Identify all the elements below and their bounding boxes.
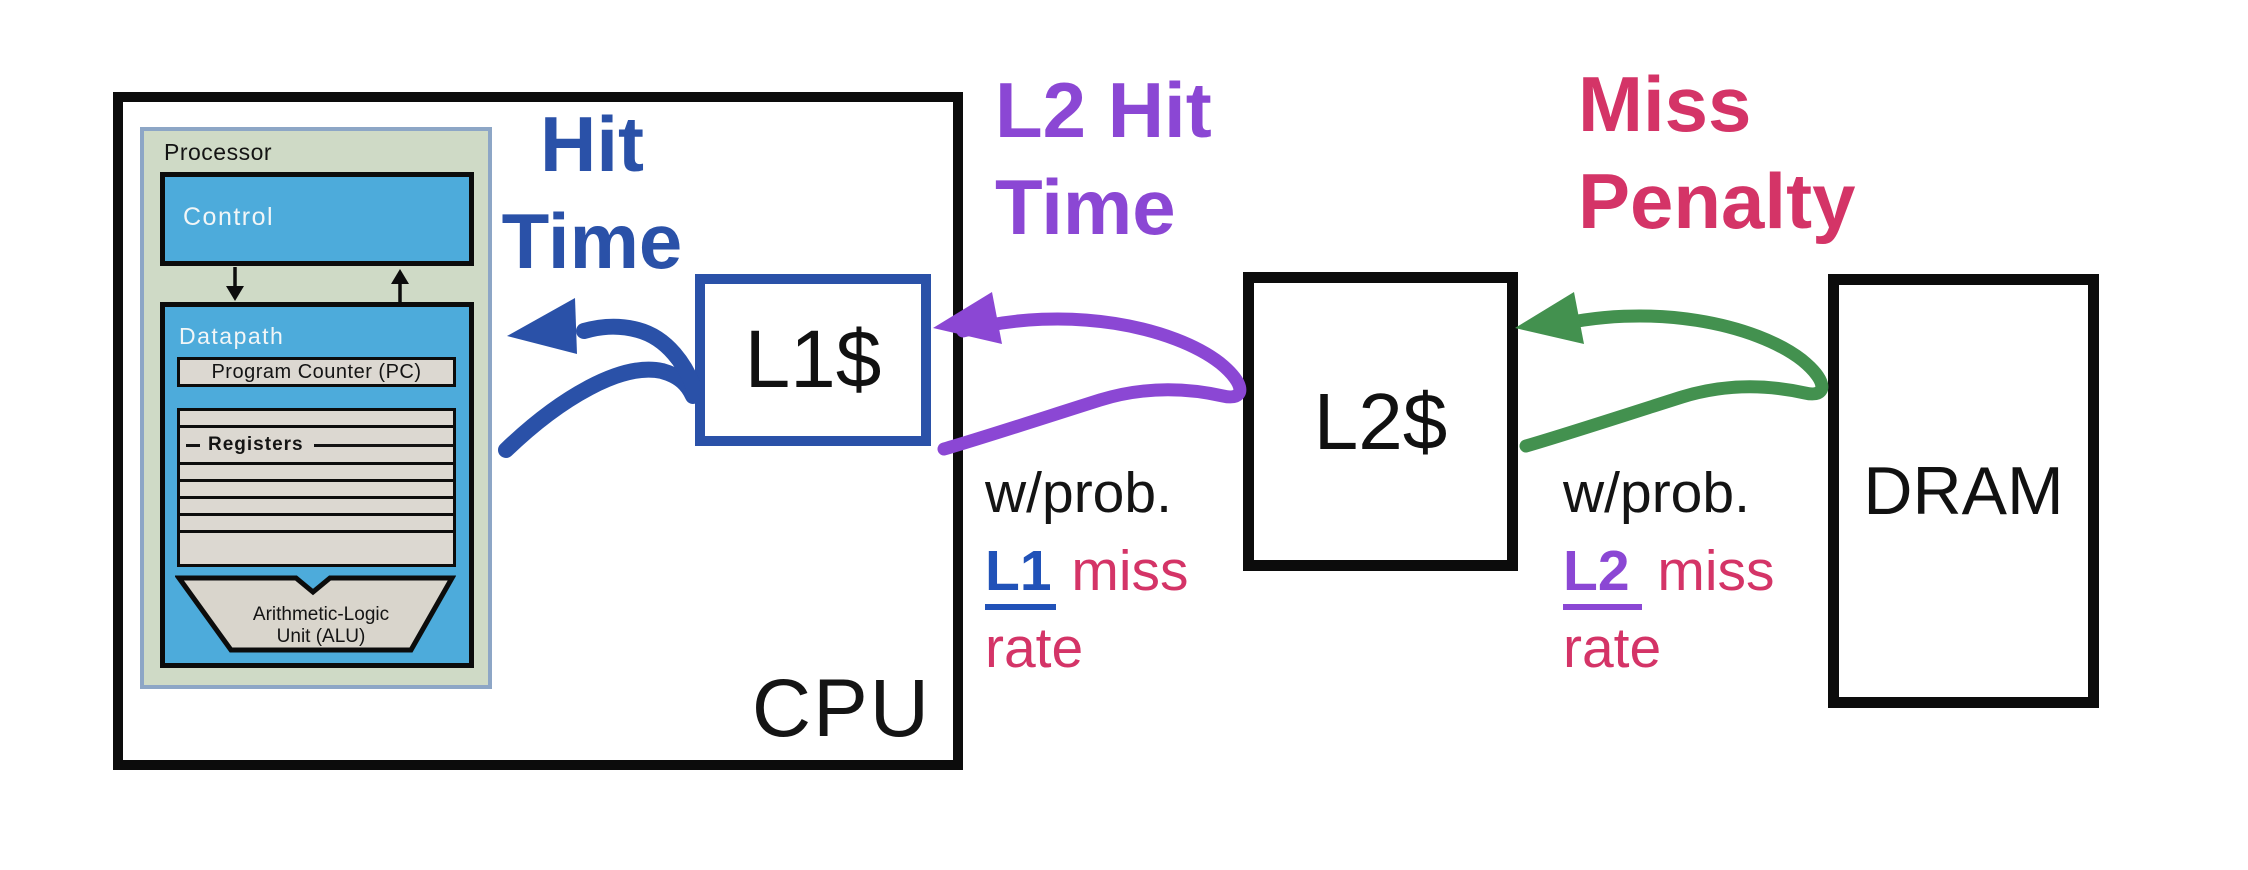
l2-link-text: L2 [1563,538,1642,610]
datapath-label: Datapath [179,323,285,349]
l2-cache-label: L2$ [1313,376,1448,466]
l1-cache-box: L1$ [695,274,931,446]
alu-unit: Arithmetic-Logic Unit (ALU) [175,575,456,653]
alu-label-line2: Unit (ALU) [277,626,366,647]
processor-title: Processor [164,139,273,165]
l2-hit-time-caption: L2 Hit Time [995,62,1212,255]
registers-label-row: Registers [180,428,453,465]
control-box: Control [160,172,474,266]
datapath-box: Datapath Program Counter (PC) Registers … [160,302,474,668]
hit-time-line2: Time [501,196,683,285]
l2-miss-text: miss [1641,538,1775,603]
l2-cache-box: L2$ [1243,272,1518,571]
l1-prob-prefix: w/prob. [985,461,1172,525]
processor-panel: Processor Control Datapath Program Count… [140,127,492,689]
l1-link-text: L1 [985,538,1056,610]
registers-dash-left [186,443,200,447]
registers-dash-right [313,443,453,447]
l2-rate-text: rate [1563,616,1662,681]
registers-label: Registers [208,434,304,455]
l2-hit-time-arrow [933,292,1247,456]
miss-penalty-arrow [1515,292,1829,453]
l1-prob-line2: L1 miss [985,533,1189,611]
l1-miss-rate-annotation: w/prob. L1 miss rate [985,455,1189,688]
register-row [180,465,453,482]
alu-trapezoid [175,575,456,653]
l1-rate-text: rate [985,616,1084,681]
register-row [180,499,453,516]
l2-hit-time-line1: L2 Hit [995,66,1212,154]
dram-box: DRAM [1828,274,2099,708]
cpu-label: CPU [751,663,931,754]
l1-miss-text: miss [1055,538,1189,603]
l2-hit-time-line2: Time [995,162,1176,251]
registers-block: Registers [177,408,456,567]
register-row [180,411,453,428]
miss-penalty-caption: Miss Penalty [1578,56,1855,249]
l2-miss-rate-annotation: w/prob. L2 miss rate [1563,455,1775,688]
l2-prob-prefix: w/prob. [1563,461,1750,525]
control-label: Control [183,203,275,231]
miss-penalty-line1: Miss [1578,60,1752,148]
register-row [180,533,453,564]
register-row [180,482,453,499]
l1-cache-label: L1$ [744,314,882,405]
alu-label-line1: Arithmetic-Logic [253,604,389,625]
hit-time-caption: Hit Time [472,96,712,289]
l2-prob-line2: L2 miss [1563,533,1775,611]
program-counter-box: Program Counter (PC) [177,357,456,387]
miss-penalty-line2: Penalty [1578,156,1856,245]
hit-time-line1: Hit [540,100,644,188]
dram-label: DRAM [1863,453,2064,529]
register-row [180,516,453,533]
